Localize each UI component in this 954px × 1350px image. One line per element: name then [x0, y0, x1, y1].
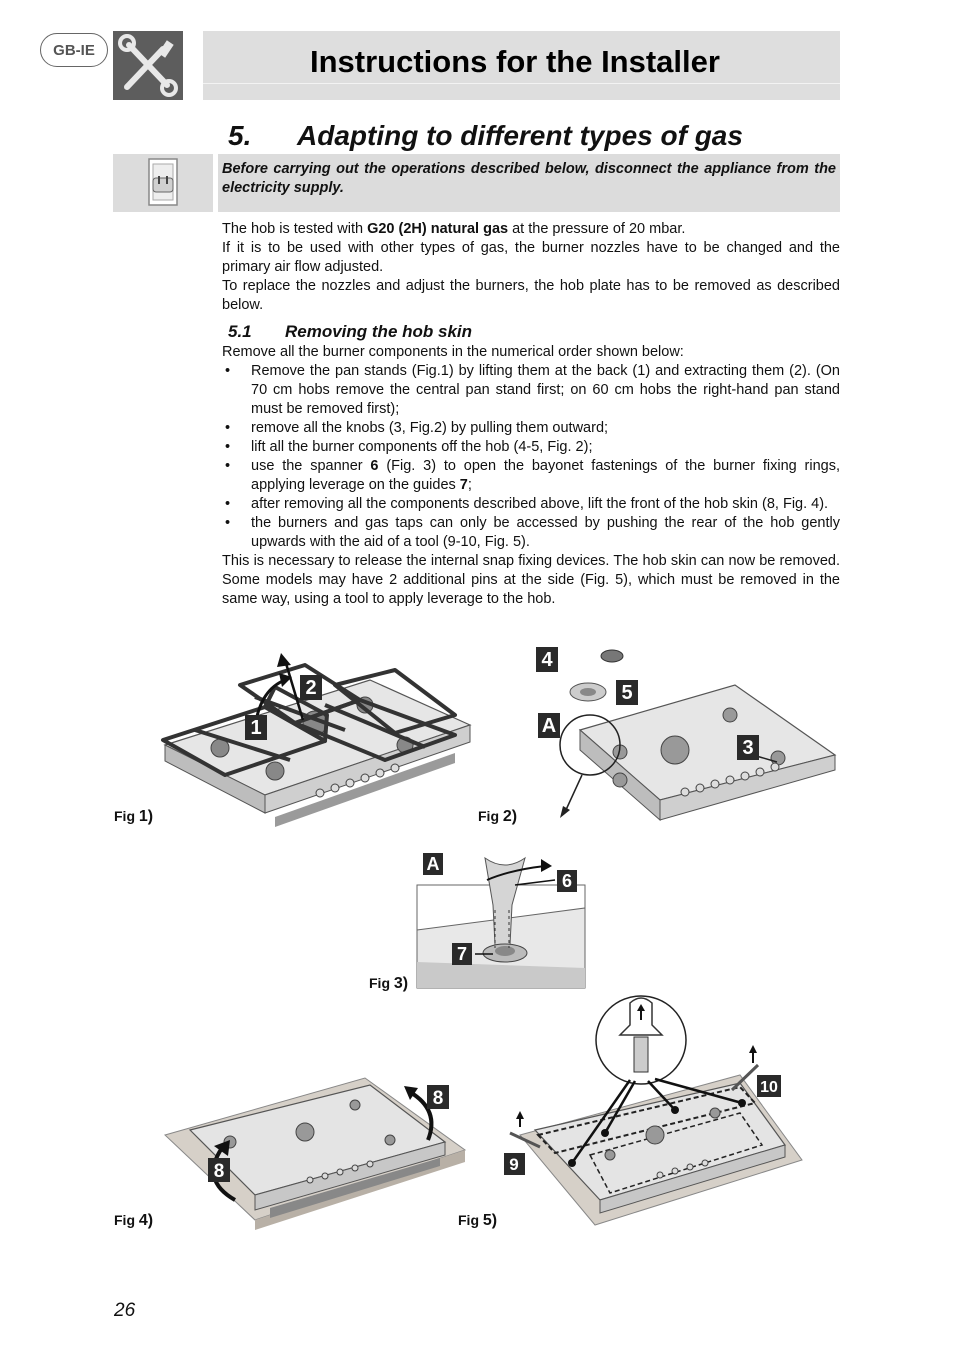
intro-paragraph-3: To replace the nozzles and adjust the bu…: [222, 278, 840, 313]
callout-1: 1: [245, 715, 267, 740]
steps-list: Remove the pan stands (Fig.1) by lifting…: [222, 362, 840, 552]
svg-text:9: 9: [509, 1155, 518, 1174]
callout-8-right: 8: [427, 1085, 449, 1109]
figure-5-illustration: 10 9: [504, 995, 803, 1226]
list-item: remove all the knobs (3, Fig.2) by pulli…: [222, 419, 840, 438]
callout-10: 10: [757, 1075, 781, 1097]
svg-text:2: 2: [305, 677, 316, 699]
svg-text:6: 6: [562, 871, 572, 891]
warning-text: Before carrying out the operations descr…: [222, 161, 836, 196]
callout-5: 5: [616, 680, 638, 705]
callout-8-left: 8: [208, 1158, 230, 1182]
subsection-title: Removing the hob skin: [285, 322, 473, 341]
hob-body: [163, 679, 472, 827]
svg-text:3: 3: [742, 737, 753, 759]
figure-4-caption: Fig 4): [114, 1212, 154, 1229]
figure-3-caption: Fig 3): [369, 975, 409, 992]
figure-3-illustration: A 6 7: [416, 853, 586, 989]
callout-9: 9: [504, 1153, 525, 1175]
tools-icon: [113, 31, 183, 100]
warning-box: [218, 154, 840, 212]
svg-text:1: 1: [250, 717, 261, 739]
intro-text: The hob is tested with G20 (2H) natural …: [222, 220, 840, 315]
section-number: 5.: [228, 120, 252, 151]
svg-text:10: 10: [760, 1079, 778, 1096]
svg-text:7: 7: [457, 944, 467, 964]
svg-text:A: A: [427, 854, 440, 874]
warning-icon-box: [113, 154, 213, 212]
callout-3: 3: [737, 735, 759, 760]
svg-text:A: A: [542, 715, 556, 737]
figure-1-illustration: 1 2: [161, 653, 472, 827]
list-item: Remove the pan stands (Fig.1) by lifting…: [222, 362, 840, 419]
svg-text:8: 8: [214, 1161, 225, 1182]
figure-2-illustration: 4 5 A 3: [536, 647, 837, 822]
figure-2-caption: Fig 2): [478, 808, 518, 825]
intro-paragraph-2: If it is to be used with other types of …: [222, 240, 840, 275]
callout-4: 4: [536, 647, 558, 672]
svg-text:5: 5: [621, 682, 632, 704]
figure-4-illustration: 8 8: [164, 1077, 467, 1230]
figure-1-caption: Fig 1): [114, 808, 154, 825]
list-item: use the spanner 6 (Fig. 3) to open the b…: [222, 457, 840, 495]
page-title: Instructions for the Installer: [310, 44, 720, 79]
callout-a: A: [538, 713, 560, 738]
locale-badge: GB-IE: [40, 33, 108, 67]
page-number: 26: [114, 1300, 136, 1321]
subsection-body: Remove all the burner components in the …: [222, 343, 840, 609]
figure-5-caption: Fig 5): [458, 1212, 498, 1229]
subsection-closing: This is necessary to release the interna…: [222, 553, 840, 607]
section-title: Adapting to different types of gas: [297, 120, 743, 151]
svg-text:8: 8: [433, 1088, 444, 1109]
list-item: lift all the burner components off the h…: [222, 438, 840, 457]
callout-7: 7: [452, 943, 472, 965]
callout-a: A: [423, 853, 443, 875]
callout-6: 6: [557, 870, 577, 892]
svg-text:4: 4: [541, 649, 553, 671]
callout-2: 2: [300, 675, 322, 700]
socket-plug-icon: [148, 158, 178, 206]
title-bar: [203, 31, 840, 100]
list-item: after removing all the components descri…: [222, 495, 840, 514]
gas-type: G20 (2H) natural gas: [367, 221, 509, 237]
list-item: the burners and gas taps can only be acc…: [222, 514, 840, 552]
subsection-lead: Remove all the burner components in the …: [222, 344, 684, 360]
intro-paragraph-1: The hob is tested with G20 (2H) natural …: [222, 221, 686, 237]
subsection-number: 5.1: [228, 322, 252, 341]
